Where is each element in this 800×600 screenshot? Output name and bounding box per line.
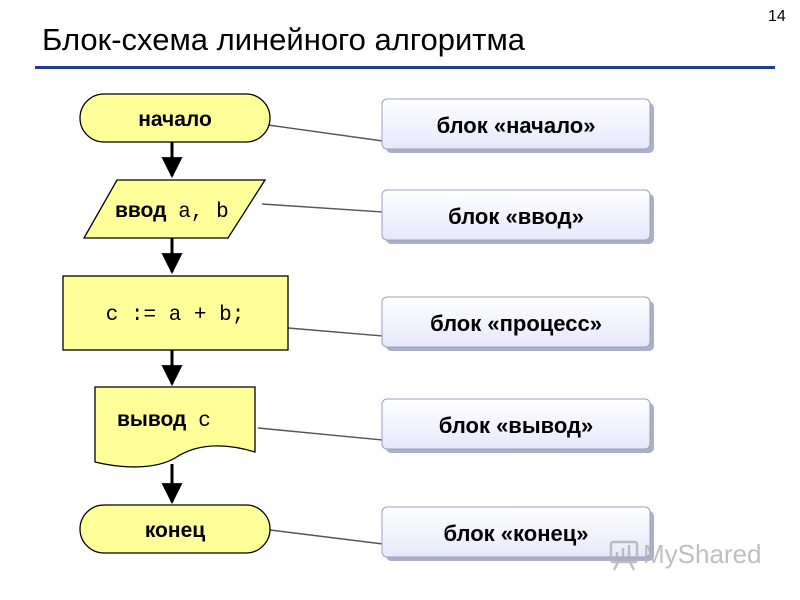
connector-output [257,427,384,441]
callout-input: блок «ввод» [381,189,654,244]
output-vars: c [198,410,211,433]
process-code: c := a + b; [106,304,245,327]
watermark-text: MyShared [643,539,762,569]
callout-start: блок «начало» [381,98,654,153]
callout-process-label: блок «процесс» [430,311,602,336]
callout-end: блок «конец» [381,506,654,561]
watermark-logo-icon [609,540,639,571]
slide-number: 14 [768,8,786,25]
callout-end-label: блок «конец» [444,521,589,546]
input-label: ввод a, b [115,199,229,224]
title-underline [35,66,775,69]
callout-start-label: блок «начало» [437,113,596,138]
process-block: c := a + b; [62,275,289,351]
watermark: MyShared [609,539,762,571]
callout-input-label: блок «ввод» [448,204,584,229]
callout-connectors [257,124,384,545]
callout-process: блок «процесс» [381,296,654,351]
output-label: вывод c [117,408,211,433]
output-keyword: вывод [117,408,186,431]
connector-process [287,327,384,337]
connector-start [267,124,384,142]
end-label: конец [145,519,205,542]
input-vars: a, b [178,201,228,224]
connector-end [269,529,384,545]
input-keyword: ввод [115,199,166,222]
callout-output-label: блок «вывод» [439,413,593,438]
connector-input [261,203,384,213]
start-label: начало [138,108,212,131]
end-block: конец [79,504,271,554]
callout-output: блок «вывод» [381,398,654,453]
slide-title: Блок-схема линейного алгоритма [42,22,526,57]
output-block: вывод c [94,386,256,468]
input-block: ввод a, b [82,179,267,239]
start-block: начало [79,93,271,143]
